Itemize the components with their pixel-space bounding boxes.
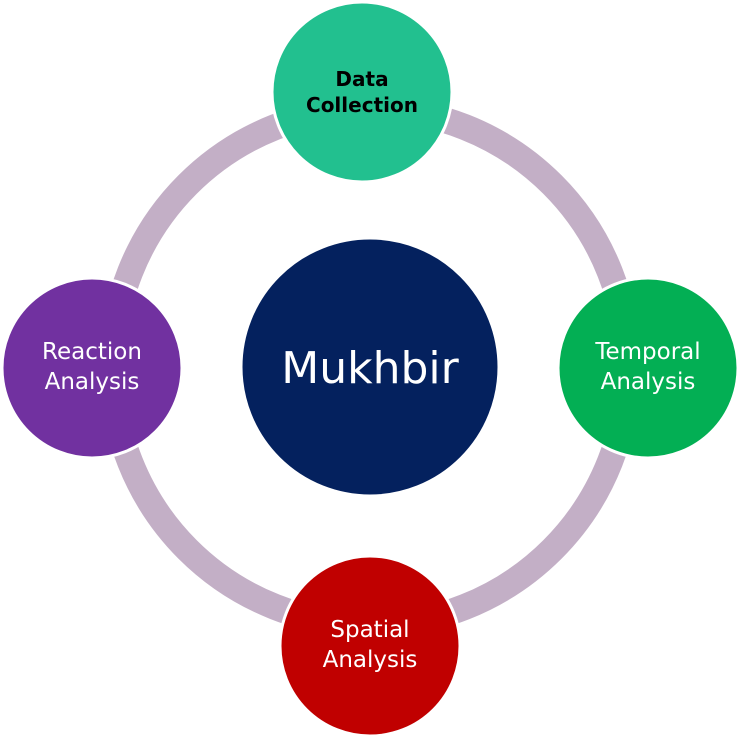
temporal-analysis-node-circle xyxy=(556,276,740,460)
data-collection-node-circle xyxy=(270,0,454,184)
reaction-analysis-node-circle xyxy=(0,276,184,460)
center-hub-circle xyxy=(239,236,501,498)
temporal-analysis-label: Temporal Analysis xyxy=(595,339,701,395)
reaction-analysis-label: Reaction Analysis xyxy=(42,339,142,395)
center-label: Mukhbir xyxy=(281,342,459,394)
spatial-analysis-label: Spatial Analysis xyxy=(322,617,418,673)
spatial-analysis-node-circle xyxy=(278,554,462,738)
data-collection-label: Data Collection xyxy=(306,67,418,117)
